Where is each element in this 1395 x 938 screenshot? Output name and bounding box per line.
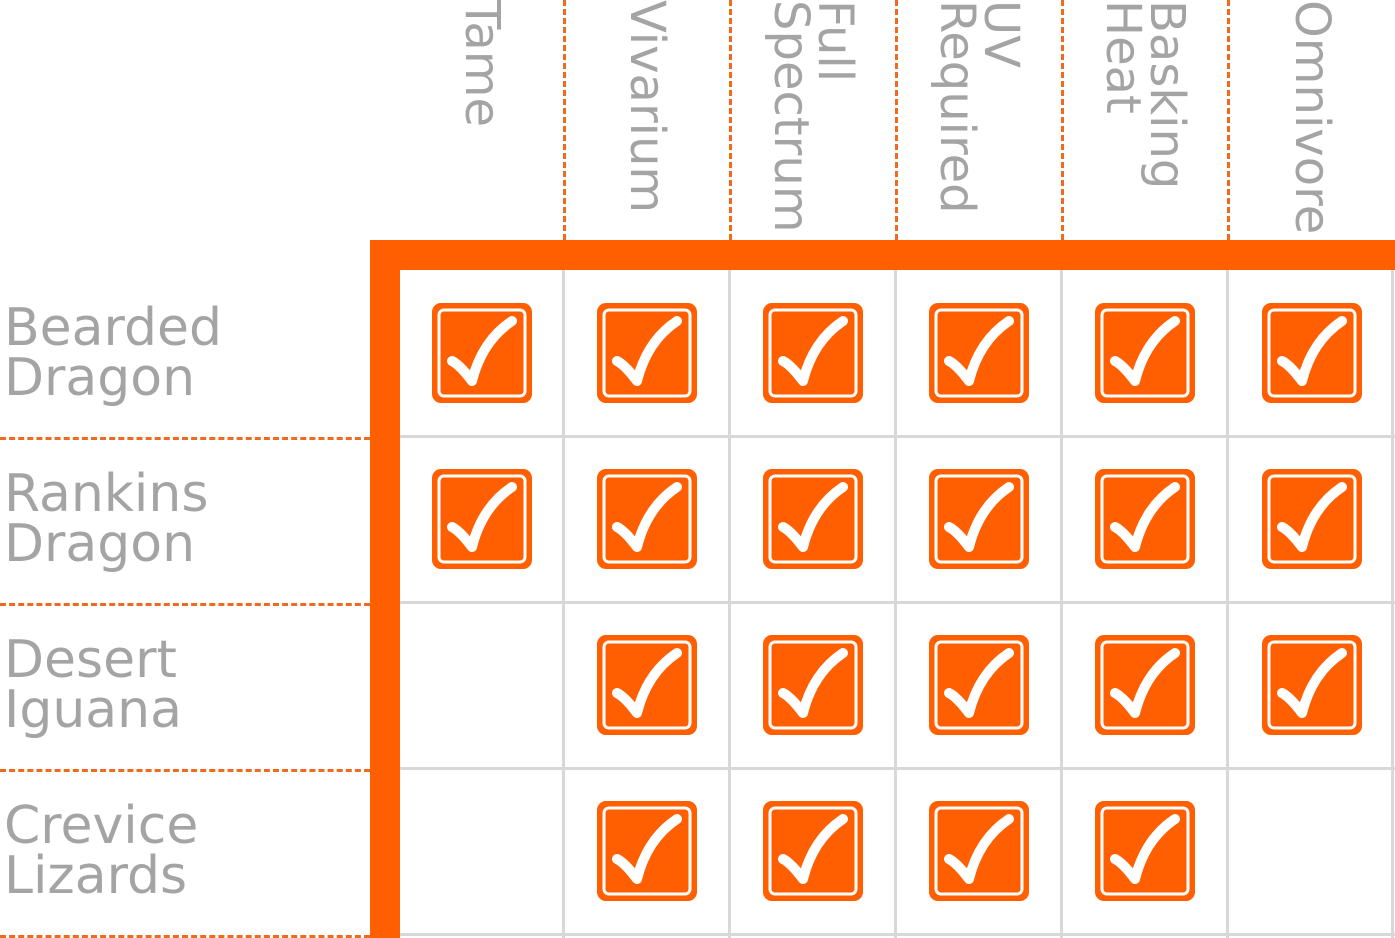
checkbox-cell <box>1093 799 1197 903</box>
checkbox-cell <box>761 467 865 571</box>
checkmark-icon <box>1261 303 1362 403</box>
checkbox-cell <box>595 799 699 903</box>
grid-line-vertical <box>1226 270 1229 938</box>
checkbox-cell <box>761 633 865 737</box>
column-header-label: UV Required <box>929 0 1029 214</box>
grid-line-vertical <box>1391 270 1394 938</box>
checkbox-cell <box>927 799 1031 903</box>
column-header-label: Basking Heat <box>1095 0 1195 190</box>
checkmark-icon <box>1095 635 1195 735</box>
checkbox-cell <box>1260 633 1364 737</box>
checkbox-cell <box>1093 467 1197 571</box>
checkbox-cell <box>430 467 534 571</box>
column-header-label: Tame <box>454 0 510 128</box>
row-header-label: Crevice Lizards <box>4 796 199 906</box>
checkmark-icon <box>597 635 697 735</box>
column-divider <box>1061 0 1064 240</box>
checkbox-cell <box>927 633 1031 737</box>
row-divider <box>0 935 370 938</box>
checkmark-icon <box>597 303 697 403</box>
checkmark-icon <box>763 801 863 901</box>
checkmark-icon <box>432 303 532 403</box>
column-header-label: Vivarium <box>619 0 675 214</box>
frame-top-bar <box>370 240 1395 270</box>
grid-line-horizontal <box>400 601 1395 604</box>
checkbox-cell <box>595 301 699 405</box>
checkmark-icon <box>929 635 1029 735</box>
checkmark-icon <box>432 469 532 569</box>
checkbox-cell <box>1093 633 1197 737</box>
grid-line-vertical <box>894 270 897 938</box>
checkbox-cell <box>761 799 865 903</box>
checkmark-icon <box>597 801 697 901</box>
checkbox-cell <box>1260 467 1364 571</box>
checkbox-cell <box>595 633 699 737</box>
frame-left-bar <box>370 240 400 938</box>
column-divider <box>895 0 898 240</box>
checkbox-cell <box>927 467 1031 571</box>
row-header-label: Rankins Dragon <box>4 464 209 574</box>
grid-line-vertical <box>728 270 731 938</box>
checkbox-cell <box>595 467 699 571</box>
checkmark-icon <box>1261 469 1362 569</box>
column-divider <box>1227 0 1230 240</box>
row-header-label: Bearded Dragon <box>4 298 223 408</box>
checkmark-icon <box>1095 801 1195 901</box>
row-header-label: Desert Iguana <box>4 630 182 740</box>
grid-line-horizontal <box>400 767 1395 770</box>
grid-line-vertical <box>562 270 565 938</box>
column-divider <box>563 0 566 240</box>
row-divider <box>0 603 370 606</box>
column-divider <box>729 0 732 240</box>
checkbox-cell <box>1260 301 1364 405</box>
checkbox-cell <box>927 301 1031 405</box>
grid-line-horizontal <box>400 933 1395 936</box>
row-divider <box>0 437 370 440</box>
checkmark-icon <box>763 303 863 403</box>
checkmark-icon <box>763 469 863 569</box>
checkbox-cell <box>430 301 534 405</box>
checkmark-icon <box>929 303 1029 403</box>
checkbox-cell <box>1093 301 1197 405</box>
column-header-label: Full Spectrum <box>763 0 863 233</box>
checkmark-icon <box>929 801 1029 901</box>
checkbox-cell <box>761 301 865 405</box>
checkmark-icon <box>1261 635 1362 735</box>
checkmark-icon <box>1095 303 1195 403</box>
grid-line-vertical <box>1060 270 1063 938</box>
checkmark-icon <box>929 469 1029 569</box>
checkmark-icon <box>597 469 697 569</box>
checkmark-icon <box>1095 469 1195 569</box>
grid-line-horizontal <box>400 435 1395 438</box>
checkmark-icon <box>763 635 863 735</box>
row-divider <box>0 769 370 772</box>
column-header-label: Omnivore <box>1283 0 1340 235</box>
